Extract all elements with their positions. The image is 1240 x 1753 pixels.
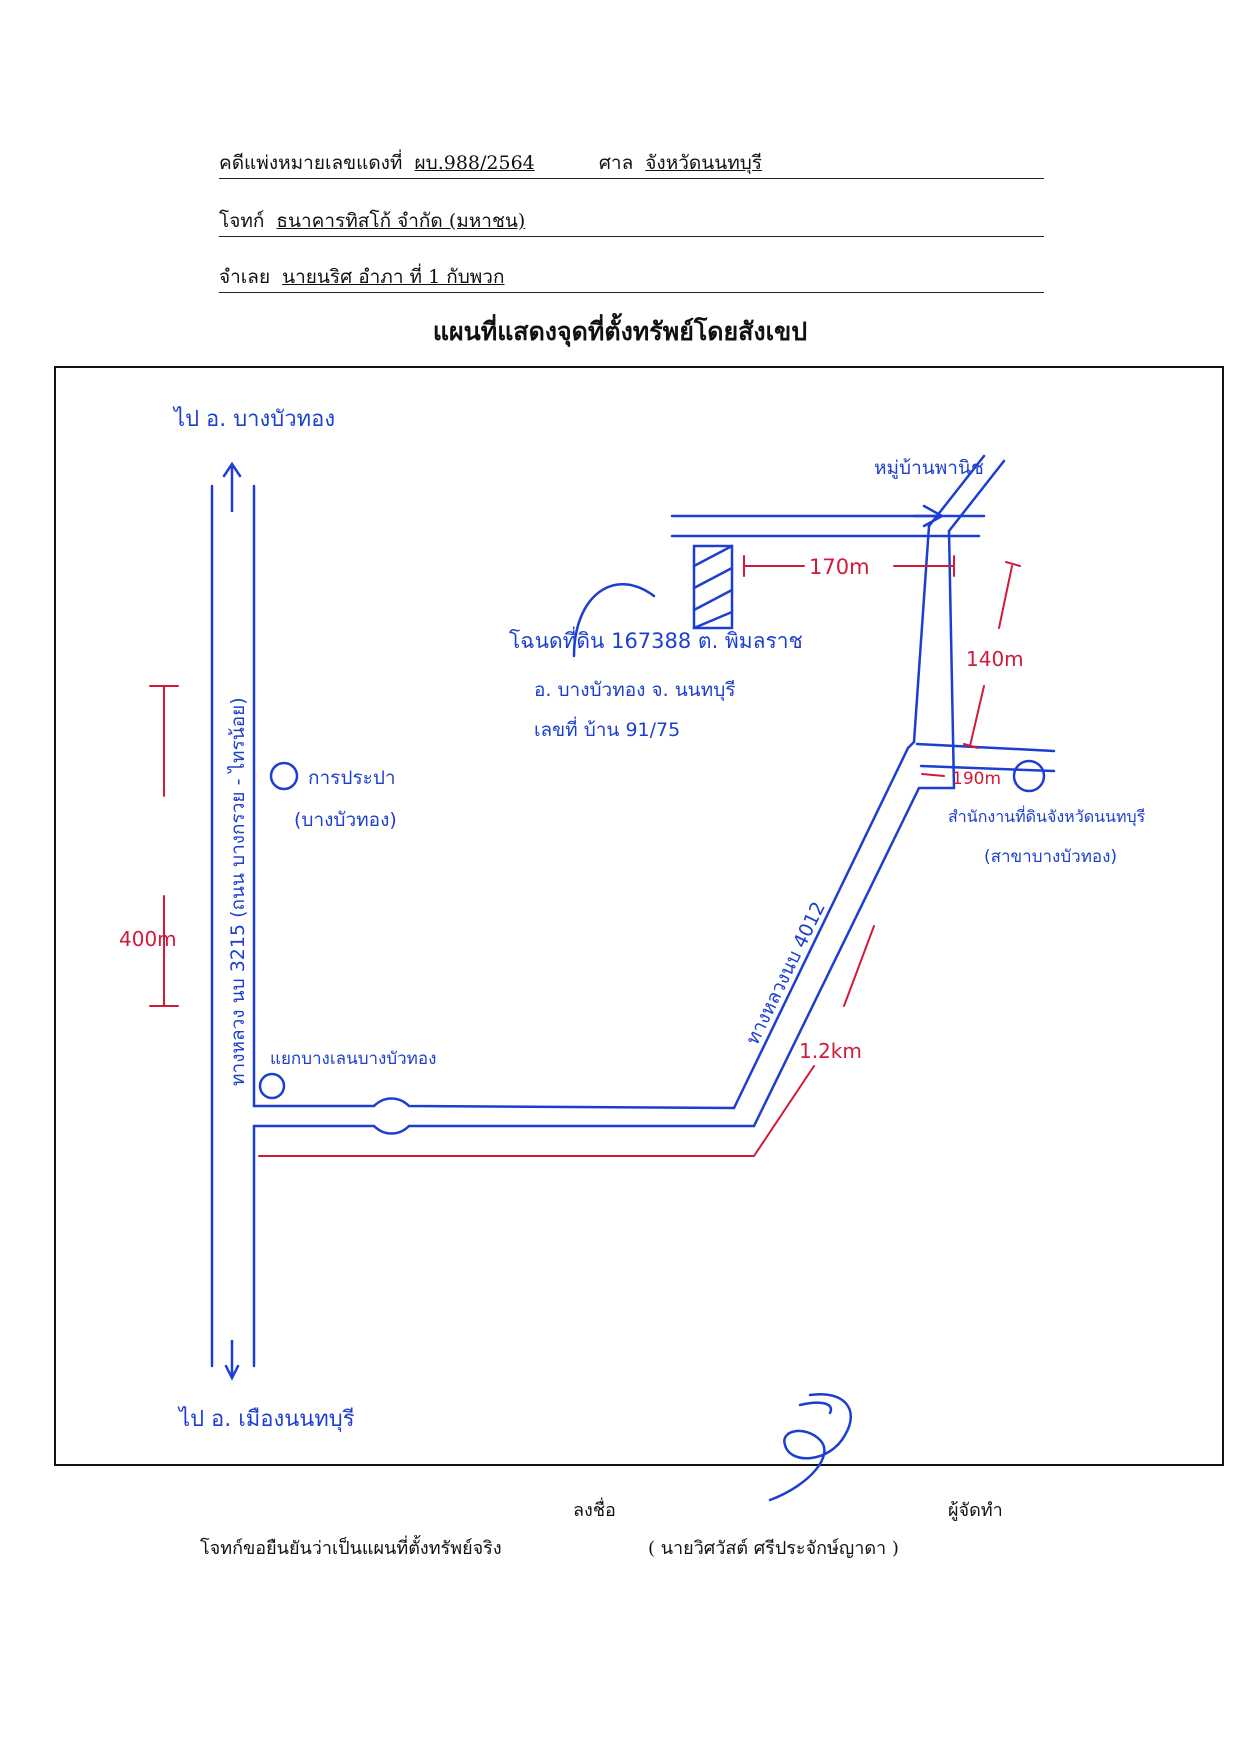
pointer-curve <box>572 583 656 658</box>
plaintiff-label: โจทก์ <box>219 210 265 232</box>
branch-road-top-edge <box>252 1097 736 1110</box>
label-dist-170m: 170m <box>809 555 870 579</box>
branch-road-bottom-edge <box>252 1124 756 1135</box>
road-4012-left-edge <box>732 740 916 1110</box>
signature-mark <box>768 1392 852 1502</box>
court-label: ศาล <box>598 152 634 174</box>
certify-text: โจทก์ขอยืนยันว่าเป็นแผนที่ตั้งทรัพย์จริง <box>200 1538 502 1559</box>
label-dist-1-2km: 1.2km <box>799 1039 862 1063</box>
preparer-name: ( นายวิศวัสต์ ศรีประจักษ์ญาดา ) <box>648 1538 899 1559</box>
label-waterworks-sub: (บางบัวทอง) <box>294 809 397 831</box>
dim-400m <box>149 685 179 1007</box>
label-road-3215: ทางหลวง นบ 3215 (ถนน บางกรวย - ไทรน้อย) <box>227 697 249 1086</box>
label-dist-140m: 140m <box>966 647 1024 671</box>
label-junction: แยกบางเลนบางบัวทอง <box>270 1049 436 1069</box>
label-dist-400m: 400m <box>119 927 177 951</box>
location-sketch-map: ไป อ. บางบัวทอง ไป อ. เมืองนนทบุรี ทางหล… <box>119 406 1146 1432</box>
label-district: อ. บางบัวทอง จ. นนทบุรี <box>534 679 735 702</box>
preparer-label: ผู้จัดทำ <box>948 1500 1003 1521</box>
land-office-marker-icon <box>1012 759 1046 793</box>
label-dist-190m: 190m <box>952 769 1001 789</box>
map-title: แผนที่แสดงจุดที่ตั้งทรัพย์โดยสังเขป <box>432 317 808 346</box>
court-name: จังหวัดนนทบุรี <box>645 152 763 174</box>
side-road-bottom <box>919 764 1056 773</box>
waterworks-marker-icon <box>269 761 299 791</box>
dim-190m <box>921 773 945 777</box>
plaintiff-name: ธนาคารทิสโก้ จำกัด (มหาชน) <box>276 210 526 232</box>
label-village: หมู่บ้านพานิช <box>874 457 984 479</box>
label-waterworks: การประปา <box>308 767 396 789</box>
label-to-bangbuathong: ไป อ. บางบัวทอง <box>172 406 335 432</box>
dim-170m <box>743 555 955 577</box>
label-title-deed: โฉนดที่ดิน 167388 ต. พิมลราช <box>509 626 803 653</box>
plaintiff-line: โจทก์ ธนาคารทิสโก้ จำกัด (มหาชน) <box>219 206 1044 237</box>
defendant-line: จำเลย นายนริศ อำภา ที่ 1 กับพวก <box>219 262 1044 293</box>
dim-140m <box>963 561 1021 749</box>
village-arrow-icon <box>912 504 945 528</box>
arrow-down-icon <box>224 1339 240 1381</box>
side-road-top <box>915 742 1056 753</box>
road-4012-right-edge <box>752 786 956 1128</box>
case-number: ผบ.988/2564 <box>414 152 535 174</box>
sign-label: ลงชื่อ <box>573 1500 616 1521</box>
case-label: คดีแพ่งหมายเลขแดงที่ <box>219 152 403 174</box>
dim-1-2km <box>258 925 875 1157</box>
defendant-label: จำเลย <box>219 266 271 288</box>
label-house-no: เลขที่ บ้าน 91/75 <box>534 716 680 741</box>
label-land-office: สำนักงานที่ดินจังหวัดนนทบุรี <box>948 805 1146 827</box>
defendant-name: นายนริศ อำภา ที่ 1 กับพวก <box>282 266 505 288</box>
label-to-mueang: ไป อ. เมืองนนทบุรี <box>177 1406 355 1432</box>
map-frame <box>54 366 1224 1466</box>
label-road-4012: ทางหลวงนบ 4012 <box>742 898 830 1048</box>
case-line: คดีแพ่งหมายเลขแดงที่ ผบ.988/2564 ศาล จัง… <box>219 148 1044 179</box>
label-land-office-sub: (สาขาบางบัวทอง) <box>984 847 1117 867</box>
arrow-up-icon <box>222 461 242 513</box>
junction-marker-icon <box>258 1072 286 1100</box>
